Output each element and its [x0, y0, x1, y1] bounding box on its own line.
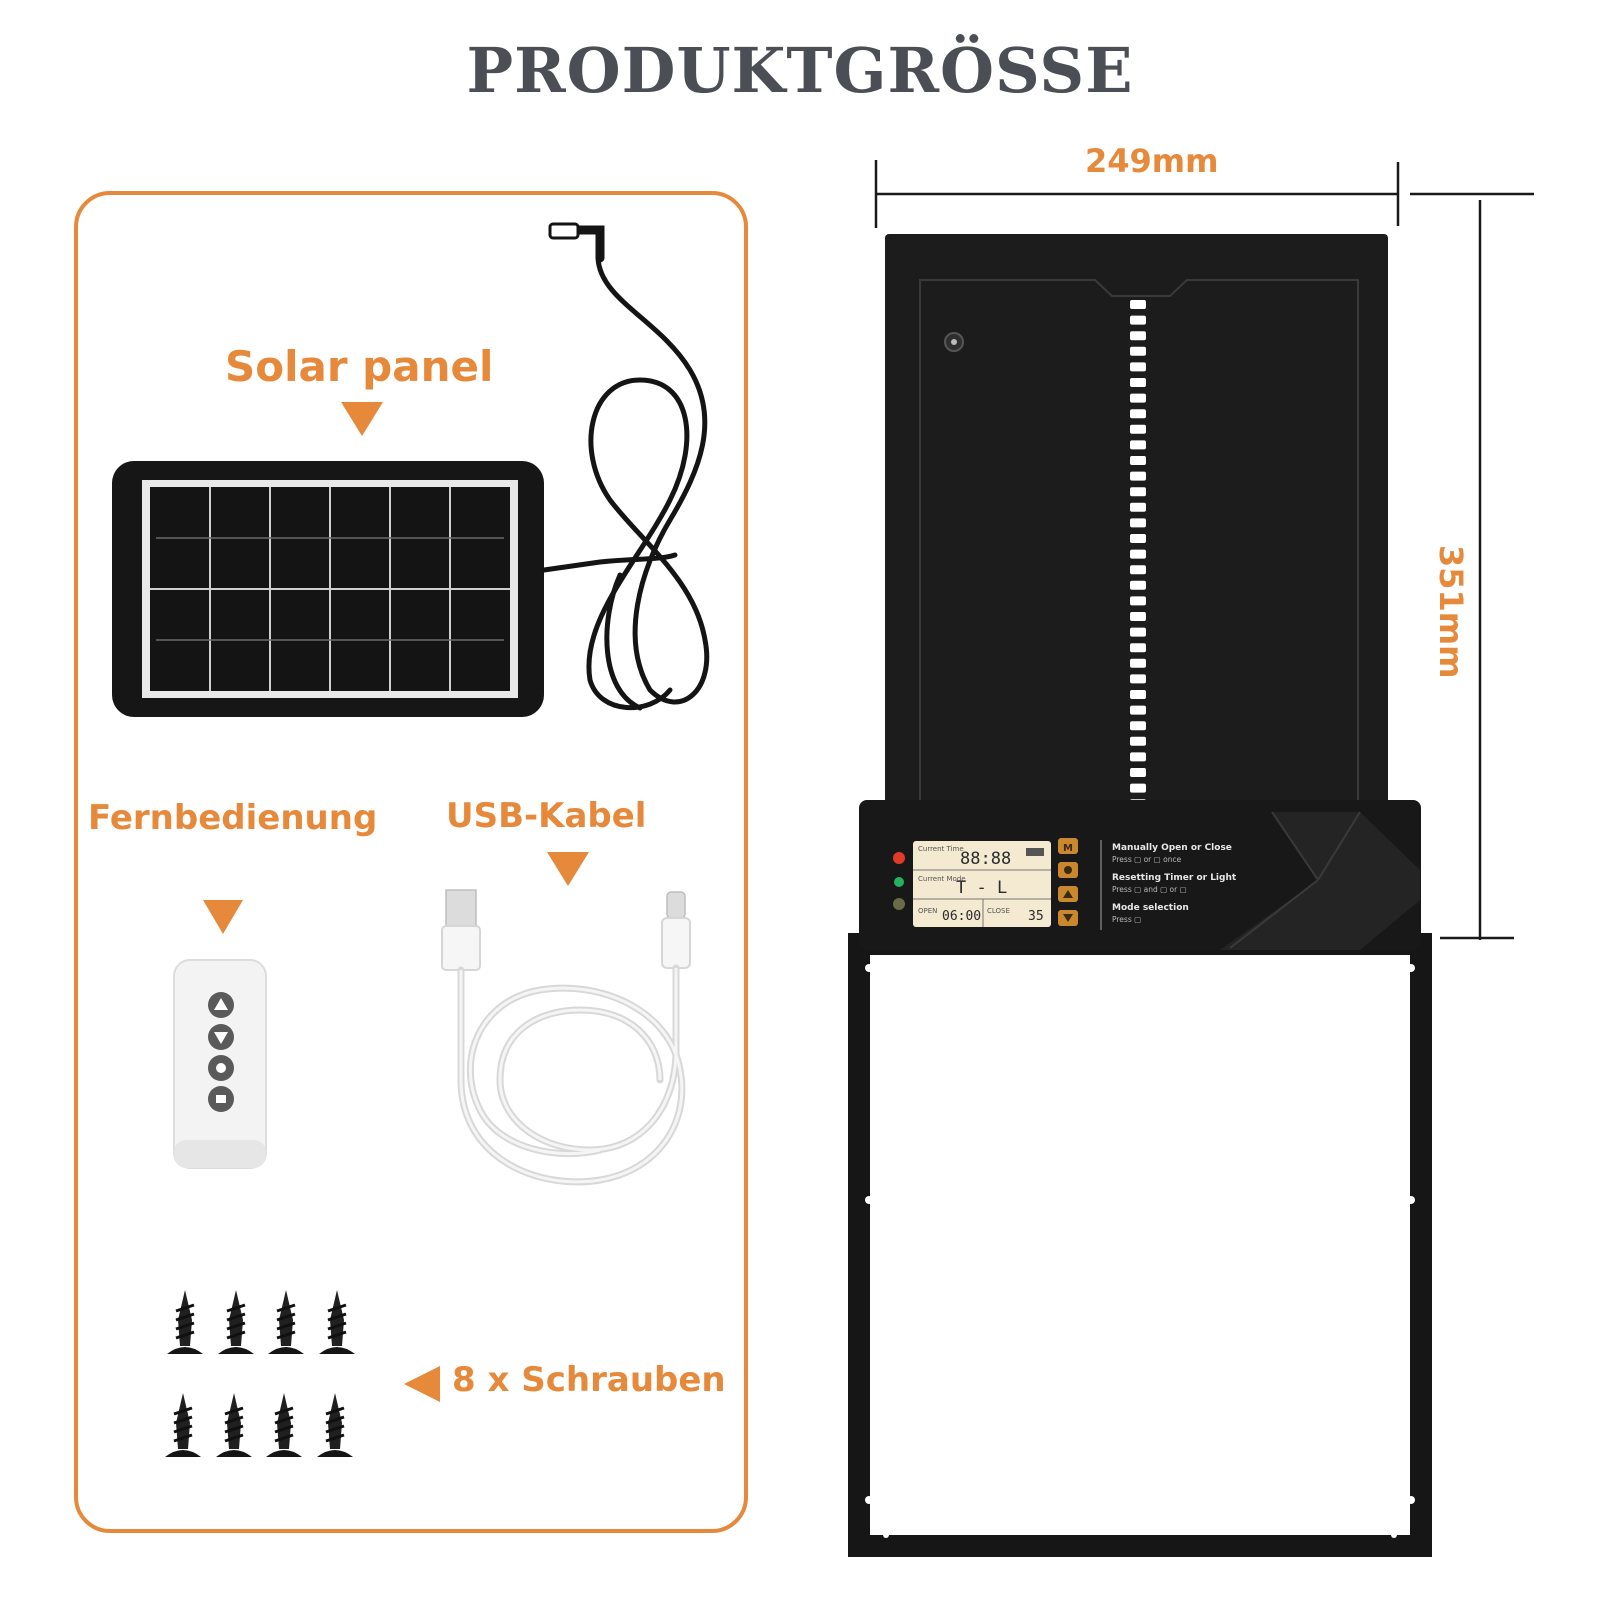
screw-icon — [167, 1290, 203, 1354]
screw-icon — [268, 1290, 304, 1354]
slot-hole — [1130, 627, 1146, 637]
screw-icon — [218, 1290, 254, 1354]
slot-hole — [1130, 768, 1146, 777]
lcd-close-value: 35 — [1028, 909, 1044, 924]
door-slider-plate — [885, 234, 1388, 809]
panel-button-m-label: M — [1063, 843, 1073, 854]
slot-hole — [1130, 549, 1146, 559]
slot-hole — [1130, 674, 1146, 684]
usb-c-plug-icon — [548, 222, 580, 240]
screw-icon — [165, 1393, 201, 1457]
slot-hole — [1130, 409, 1146, 419]
solar-panel-label: Solar panel — [225, 342, 494, 391]
instruction-title: Manually Open or Close — [1112, 843, 1232, 853]
slot-hole — [1130, 502, 1146, 512]
slot-hole — [1130, 362, 1146, 372]
screw-icon — [317, 1393, 353, 1457]
status-led-green — [894, 877, 904, 887]
slot-hole — [1130, 487, 1146, 497]
lcd-open-value: 06:00 — [942, 909, 981, 924]
lcd-time-value: 88:88 — [960, 849, 1011, 869]
screw-icon — [216, 1393, 252, 1457]
slot-hole — [1130, 736, 1146, 746]
panel-button[interactable] — [1058, 886, 1078, 902]
slot-hole — [1130, 596, 1146, 606]
control-panel: Current Time 88:88 Current Mode T - L OP… — [859, 800, 1421, 950]
screws-image — [165, 1290, 355, 1457]
width-dimension-line — [874, 160, 1534, 228]
arrow-left-icon — [404, 1366, 440, 1402]
instruction-detail: Press ▢ — [1112, 915, 1141, 924]
slot-hole — [1130, 612, 1146, 621]
lcd-mode-value: T - L — [956, 878, 1007, 898]
solar-cable-image — [541, 225, 710, 711]
slot-hole — [1130, 565, 1146, 575]
slot-hole — [1130, 518, 1146, 528]
battery-icon — [1026, 848, 1044, 856]
slot-hole — [1130, 440, 1146, 450]
slot-hole — [1130, 658, 1146, 668]
arrow-down-icon — [547, 852, 589, 886]
remote-control-label: Fernbedienung — [88, 798, 378, 838]
slot-hole — [1130, 705, 1146, 715]
lcd-current-mode-label: Current Mode — [918, 875, 966, 883]
slot-hole — [1130, 346, 1146, 356]
screw-icon — [266, 1393, 302, 1457]
slot-hole — [1130, 690, 1146, 699]
slot-hole — [1130, 534, 1146, 543]
accessories-frame — [74, 191, 748, 1533]
slot-hole — [1130, 721, 1146, 731]
instruction-detail: Press ▢ or ▢ once — [1112, 855, 1182, 864]
page-title: PRODUKTGRÖSSE — [466, 34, 1134, 107]
screw-icon — [319, 1290, 355, 1354]
lcd-current-time-label: Current Time — [918, 845, 964, 853]
slot-hole — [1130, 378, 1146, 387]
slot-hole — [1130, 580, 1146, 590]
slot-hole — [1130, 315, 1146, 325]
slot-hole — [1130, 471, 1146, 481]
instruction-title: Resetting Timer or Light — [1112, 873, 1237, 883]
remote-control-image — [173, 959, 267, 1169]
arrow-down-icon — [341, 402, 383, 436]
lcd-screen — [913, 841, 1051, 927]
instruction-detail: Press ▢ and ▢ or ▢ — [1112, 885, 1187, 894]
lcd-open-label: OPEN — [918, 907, 937, 915]
usb-cable-image — [441, 889, 691, 1186]
panel-button[interactable] — [1058, 910, 1078, 926]
status-led-amber — [893, 898, 905, 910]
solar-panel-image — [112, 461, 544, 717]
lcd-close-label: CLOSE — [987, 907, 1010, 915]
screws-label: 8 x Schrauben — [452, 1360, 726, 1400]
slot-hole — [1130, 424, 1146, 434]
slot-hole — [1130, 643, 1146, 653]
panel-button[interactable] — [1058, 862, 1078, 878]
height-dimension-line — [1440, 200, 1514, 940]
usb-cable-label: USB-Kabel — [446, 796, 647, 836]
status-led-red — [893, 852, 905, 864]
width-dimension-label: 249mm — [1085, 142, 1219, 180]
height-dimension-label: 351mm — [1432, 545, 1470, 679]
panel-button[interactable] — [1058, 838, 1078, 854]
slot-hole — [1130, 752, 1146, 762]
slot-hole — [1130, 783, 1146, 793]
instruction-title: Mode selection — [1112, 903, 1189, 913]
slot-hole — [1130, 456, 1146, 465]
slot-hole — [1130, 331, 1146, 341]
door-frame — [848, 933, 1432, 1557]
slot-hole — [1130, 300, 1146, 309]
arrow-down-icon — [203, 900, 243, 934]
slot-hole — [1130, 393, 1146, 403]
